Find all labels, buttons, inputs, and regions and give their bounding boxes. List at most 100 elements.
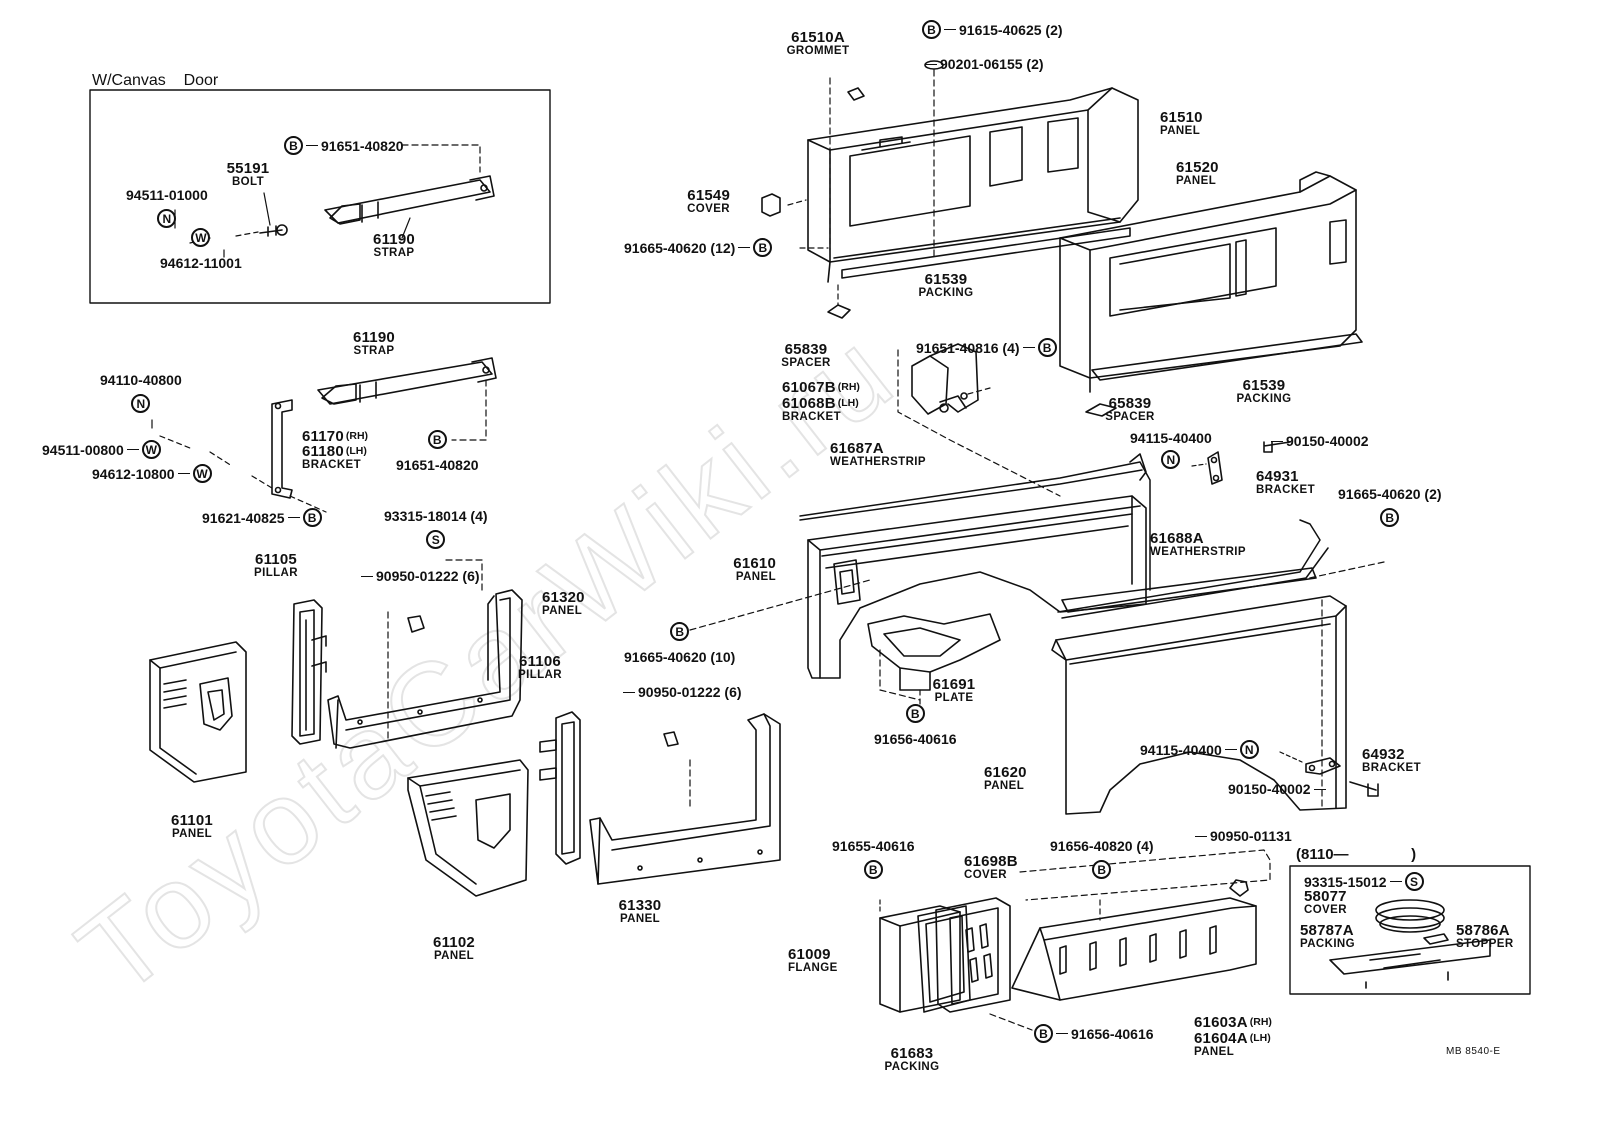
fastener-symbol-n-icon: N — [157, 209, 177, 228]
part-name: PANEL — [433, 950, 475, 962]
fastener-part-number: 94115-40400 — [1140, 741, 1222, 758]
fastener-symbol-n-icon: N — [131, 394, 151, 413]
fastener-94115-40400: 94115-40400 N — [1140, 740, 1259, 759]
part-number-row: 61603A(RH) — [1194, 1015, 1272, 1030]
pillar-61106 — [539, 711, 581, 865]
part-number: 55191 — [226, 160, 270, 177]
inset-title-a: W/Canvas — [92, 72, 166, 89]
part-number: 61539 — [1242, 377, 1286, 394]
part-number: 61520 — [1176, 159, 1219, 176]
part-side: (RH) — [345, 430, 369, 443]
fastener-symbol-w-icon: W — [191, 228, 211, 247]
fastener-symbol-w-icon: W — [141, 440, 161, 459]
part-name: PANEL — [735, 571, 776, 583]
fastener-90950-01222: 90950-01222 (6) — [620, 684, 742, 700]
fastener-symbol-b-icon: B — [1380, 508, 1400, 527]
part-name: BOLT — [231, 176, 265, 188]
fastener-symbol-n-icon: N — [1239, 740, 1259, 759]
fastener-91651-40820: B 91651-40820 — [284, 136, 404, 155]
fastener-90950-01222: 90950-01222 (6) — [358, 568, 480, 584]
part-name: PACKING — [1236, 393, 1292, 405]
panel-61603a — [1011, 897, 1257, 1001]
fastener-part-number: 91651-40816 (4) — [916, 339, 1020, 356]
part-side: (LH) — [837, 397, 859, 410]
fastener-part-number: 90950-01222 (6) — [376, 568, 480, 584]
fastener-91665-40620: 91665-40620 (2)B — [1338, 486, 1442, 527]
part-name: COVER — [1304, 904, 1347, 916]
leader-line — [361, 575, 373, 577]
part-number-row: 61170(RH) — [302, 429, 368, 444]
part-name: FLANGE — [788, 962, 838, 974]
part-side: (LH) — [345, 445, 367, 458]
leader-line — [944, 29, 956, 30]
fastener-part-number: 91665-40620 (12) — [624, 239, 736, 256]
part-number-row: 64932 — [1362, 747, 1421, 762]
part-number-row: 61691 — [924, 677, 984, 692]
panel-61610 — [807, 495, 1147, 679]
fastener-part-number: 91621-40825 — [202, 509, 285, 526]
part-number-row: 61620 — [984, 765, 1027, 780]
part-number: 61688A — [1150, 530, 1204, 547]
drawing-code: MB 8540-E — [1446, 1046, 1501, 1057]
fastener-part-number: 90201-06155 (2) — [940, 56, 1044, 72]
fastener-part-number: 91655-40616 — [832, 838, 915, 854]
part-number-row: 61520 — [1176, 160, 1219, 175]
part-number: 65839 — [784, 341, 828, 358]
part-number: 58786A — [1456, 922, 1510, 939]
part-number: 61190 — [353, 329, 395, 346]
plate-61691 — [867, 613, 1001, 691]
fastener-symbol-b-icon: B — [284, 136, 303, 155]
part-number-row: 65839 — [776, 342, 836, 357]
part-number-row: 61067B(RH) — [782, 380, 860, 395]
fastener-symbol-b-icon: B — [427, 430, 447, 449]
part-number: 58787A — [1300, 922, 1354, 939]
part-name: WEATHERSTRIP — [1150, 546, 1246, 558]
part-number-row: 61180(LH) — [302, 444, 367, 459]
part-number-row: 61604A(LH) — [1194, 1031, 1271, 1046]
panel-61620 — [1051, 595, 1347, 815]
fastener-symbol-b-icon: B — [1034, 1024, 1053, 1043]
leader-line — [1389, 881, 1402, 882]
part-label-61180: 61180(LH)BRACKET — [302, 444, 367, 472]
part-number-row: 61510A — [778, 30, 858, 45]
fastener-part-number: 91651-40820 — [321, 137, 404, 154]
part-number: 61604A — [1194, 1030, 1248, 1047]
part-name: PANEL — [1194, 1046, 1235, 1058]
part-name: PANEL — [171, 828, 213, 840]
inset-title-b: Door — [183, 72, 219, 89]
fastener-symbol-n-icon: N — [1161, 450, 1181, 469]
part-label-61604a: 61604A(LH)PANEL — [1194, 1031, 1271, 1059]
cover-61698b — [935, 897, 1011, 1013]
part-number-row: 65839 — [1100, 396, 1160, 411]
part-number-row: 61683 — [877, 1046, 947, 1061]
part-number: 64931 — [1256, 468, 1299, 485]
part-number-row: 61106 — [510, 654, 570, 669]
part-number-row: 58077 — [1304, 889, 1347, 904]
leader-line — [1056, 1033, 1068, 1034]
part-name: STRAP — [373, 247, 415, 259]
part-name: GROMMET — [786, 45, 850, 57]
bolt-55191 — [259, 224, 288, 237]
part-number: 61683 — [890, 1045, 934, 1062]
part-name: STOPPER — [1456, 938, 1514, 950]
leader-line — [306, 145, 318, 146]
part-side: (RH) — [1249, 1016, 1272, 1029]
